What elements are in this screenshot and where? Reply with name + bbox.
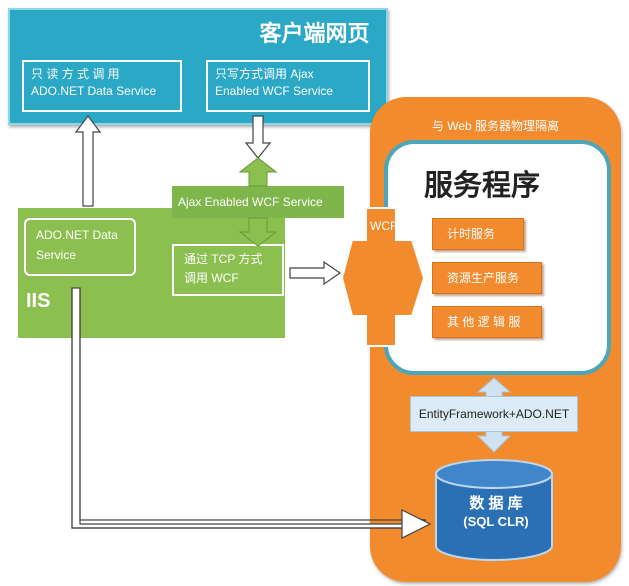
writeonly-ajax-line2: Enabled WCF Service xyxy=(215,84,334,98)
database-cylinder xyxy=(435,459,553,561)
right-arrow-tcp xyxy=(289,260,342,286)
readonly-ado-box: 只 读 方 式 调 用 ADO.NET Data Service xyxy=(22,60,182,112)
isolated-host-label: 与 Web 服务器物理隔离 xyxy=(431,119,560,133)
iis-ado-line2: Service xyxy=(36,248,77,262)
resource-service-item: 资源生产服务 xyxy=(432,262,542,294)
ajax-enabled-wcf-bar: Ajax Enabled WCF Service xyxy=(172,186,344,218)
wcf-double-arrow xyxy=(340,207,426,347)
writeonly-ajax-box: 只写方式调用 Ajax Enabled WCF Service xyxy=(206,60,370,112)
down-arrow-writeonly xyxy=(244,115,272,159)
tcp-wcf-line2: 调用 WCF xyxy=(184,271,239,285)
tcp-wcf-box: 通过 TCP 方式 调用 WCF xyxy=(172,244,284,296)
iis-ado-service-box: ADO.NET Data Service xyxy=(24,218,136,276)
other-logic-service-item: 其 他 逻 辑 服 xyxy=(432,306,542,338)
readonly-ado-line2: ADO.NET Data Service xyxy=(31,84,157,98)
client-page-title: 客户端网页 xyxy=(259,22,370,47)
timer-service-item: 计时服务 xyxy=(432,218,524,250)
iis-label: IIS xyxy=(26,290,51,312)
wcf-label: WCF xyxy=(370,219,398,233)
up-arrow-readonly xyxy=(74,115,102,207)
service-program-title: 服务程序 xyxy=(424,168,541,202)
tcp-wcf-line1: 通过 TCP 方式 xyxy=(184,252,263,266)
iis-ado-line1: ADO.NET Data xyxy=(36,228,118,242)
database-sublabel: (SQL CLR) xyxy=(463,514,529,529)
writeonly-ajax-line1: 只写方式调用 Ajax xyxy=(215,67,314,81)
entity-framework-box: EntityFramework+ADO.NET xyxy=(410,396,578,432)
readonly-ado-line1: 只 读 方 式 调 用 xyxy=(31,67,120,81)
database-label: 数 据 库 xyxy=(469,495,523,512)
